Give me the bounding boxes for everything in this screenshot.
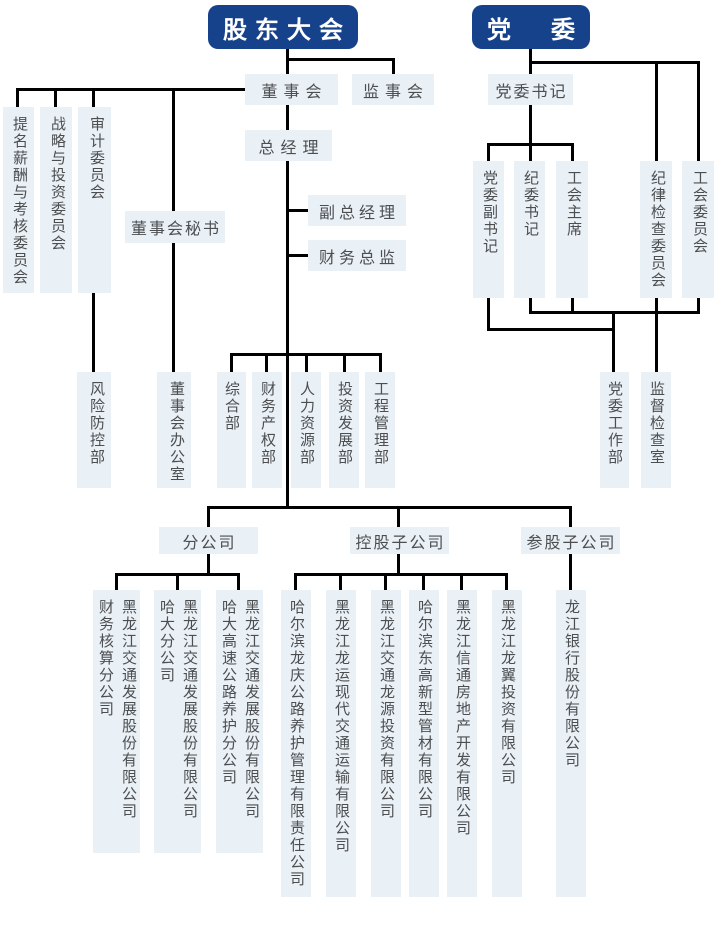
node-discipline-inspection-committee: 纪律检查委员会 (640, 161, 672, 298)
connector-line (207, 506, 210, 527)
node-holding-longqing: 哈尔滨龙庆公路养护管理有限责任公司 (281, 590, 311, 897)
connector-line (339, 573, 342, 590)
node-engineering-management-dept: 工程管理部 (365, 372, 395, 488)
connector-line (286, 160, 289, 508)
node-audit-committee: 审计委员会 (78, 107, 111, 293)
node-labor-union-committee: 工会委员会 (682, 161, 714, 298)
node-holding-longyi: 黑龙江龙翼投资有限公司 (492, 590, 522, 897)
node-branch-hada-expressway: 黑龙江交通发展股份有限公司 哈大高速公路养护分公司 (216, 590, 263, 853)
connector-line (569, 554, 572, 590)
node-discipline-committee-secretary: 纪委书记 (514, 161, 545, 298)
node-nomination-remuneration-assessment-committee: 提名薪酬与考核委员会 (3, 107, 34, 293)
connector-line (286, 254, 309, 257)
connector-line (487, 298, 490, 331)
connector-line (176, 573, 179, 590)
node-holding-donggao: 哈尔滨东高新型管材有限公司 (409, 590, 439, 897)
connector-line (384, 573, 387, 590)
node-participating-subsidiaries: 参股子公司 (521, 527, 620, 554)
node-deputy-party-secretary: 党委副书记 (473, 161, 504, 298)
connector-line (697, 61, 700, 161)
node-general-dept: 综合部 (217, 372, 246, 488)
node-general-manager: 总经理 (245, 130, 332, 161)
node-hr-dept: 人力资源部 (291, 372, 321, 488)
connector-line (379, 353, 382, 372)
connector-line (16, 88, 246, 91)
connector-line (115, 573, 118, 590)
connector-line (392, 58, 395, 74)
node-investment-development-dept: 投资发展部 (329, 372, 359, 488)
node-finance-property-dept: 财务产权部 (252, 372, 282, 488)
node-holding-xintong: 黑龙江信通房地产开发有限公司 (447, 590, 477, 897)
connector-line (294, 573, 297, 590)
connector-line (487, 143, 574, 146)
node-branch-finance-accounting: 黑龙江交通发展股份有限公司 财务核算分公司 (93, 590, 140, 853)
node-branch-hada: 黑龙江交通发展股份有限公司 哈大分公司 (154, 590, 201, 853)
node-board-of-supervisors: 监事会 (352, 74, 434, 105)
connector-line (460, 573, 463, 590)
node-branch-companies: 分公司 (159, 527, 258, 554)
connector-line (422, 573, 425, 590)
node-holding-subsidiaries: 控股子公司 (350, 527, 449, 554)
connector-line (487, 328, 615, 331)
node-strategy-investment-committee: 战略与投资委员会 (40, 107, 72, 293)
connector-line (655, 61, 658, 161)
connector-line (286, 209, 309, 212)
connector-line (697, 298, 700, 311)
connector-line (343, 353, 346, 372)
node-holding-longyuan: 黑龙江交通龙源投资有限公司 (371, 590, 401, 897)
connector-line (655, 298, 658, 372)
connector-line (305, 353, 308, 372)
node-deputy-general-manager: 副总经理 (308, 195, 406, 226)
node-risk-control-dept: 风险防控部 (77, 372, 111, 488)
node-holding-longyun: 黑龙江龙运现代交通运输有限公司 (326, 590, 356, 897)
connector-line (237, 573, 240, 590)
connector-line (286, 105, 289, 130)
connector-line (294, 573, 508, 576)
connector-line (16, 88, 19, 107)
connector-line (571, 143, 574, 161)
connector-line (92, 88, 95, 107)
connector-line (397, 506, 400, 527)
connector-line (487, 143, 490, 161)
connector-line (505, 573, 508, 590)
node-party-committee: 党 委 (472, 5, 590, 49)
connector-line (230, 353, 233, 372)
connector-line (172, 243, 175, 372)
connector-line (54, 88, 57, 107)
node-party-secretary: 党委书记 (488, 74, 573, 105)
connector-line (207, 554, 210, 575)
connector-line (265, 353, 268, 372)
connector-line (207, 506, 572, 509)
node-shareholders-meeting: 股东大会 (208, 5, 358, 49)
connector-line (172, 88, 175, 211)
node-participating-longjiang-bank: 龙江银行股份有限公司 (556, 590, 586, 897)
node-labor-union-chairman: 工会主席 (556, 161, 588, 298)
node-party-work-dept: 党委工作部 (600, 372, 629, 488)
connector-line (529, 61, 700, 64)
node-supervision-inspection-office: 监督检查室 (641, 372, 671, 488)
connector-line (571, 298, 574, 311)
connector-line (569, 506, 572, 527)
node-board-secretary: 董事会秘书 (125, 211, 225, 243)
node-board-office: 董事会办公室 (157, 372, 191, 488)
connector-line (286, 58, 395, 61)
connector-line (529, 105, 532, 161)
node-board-of-directors: 董事会 (245, 74, 338, 105)
connector-line (286, 48, 289, 74)
connector-line (397, 554, 400, 575)
connector-line (92, 293, 95, 372)
connector-line (529, 298, 532, 311)
connector-line (612, 311, 615, 372)
node-cfo: 财务总监 (308, 240, 406, 271)
